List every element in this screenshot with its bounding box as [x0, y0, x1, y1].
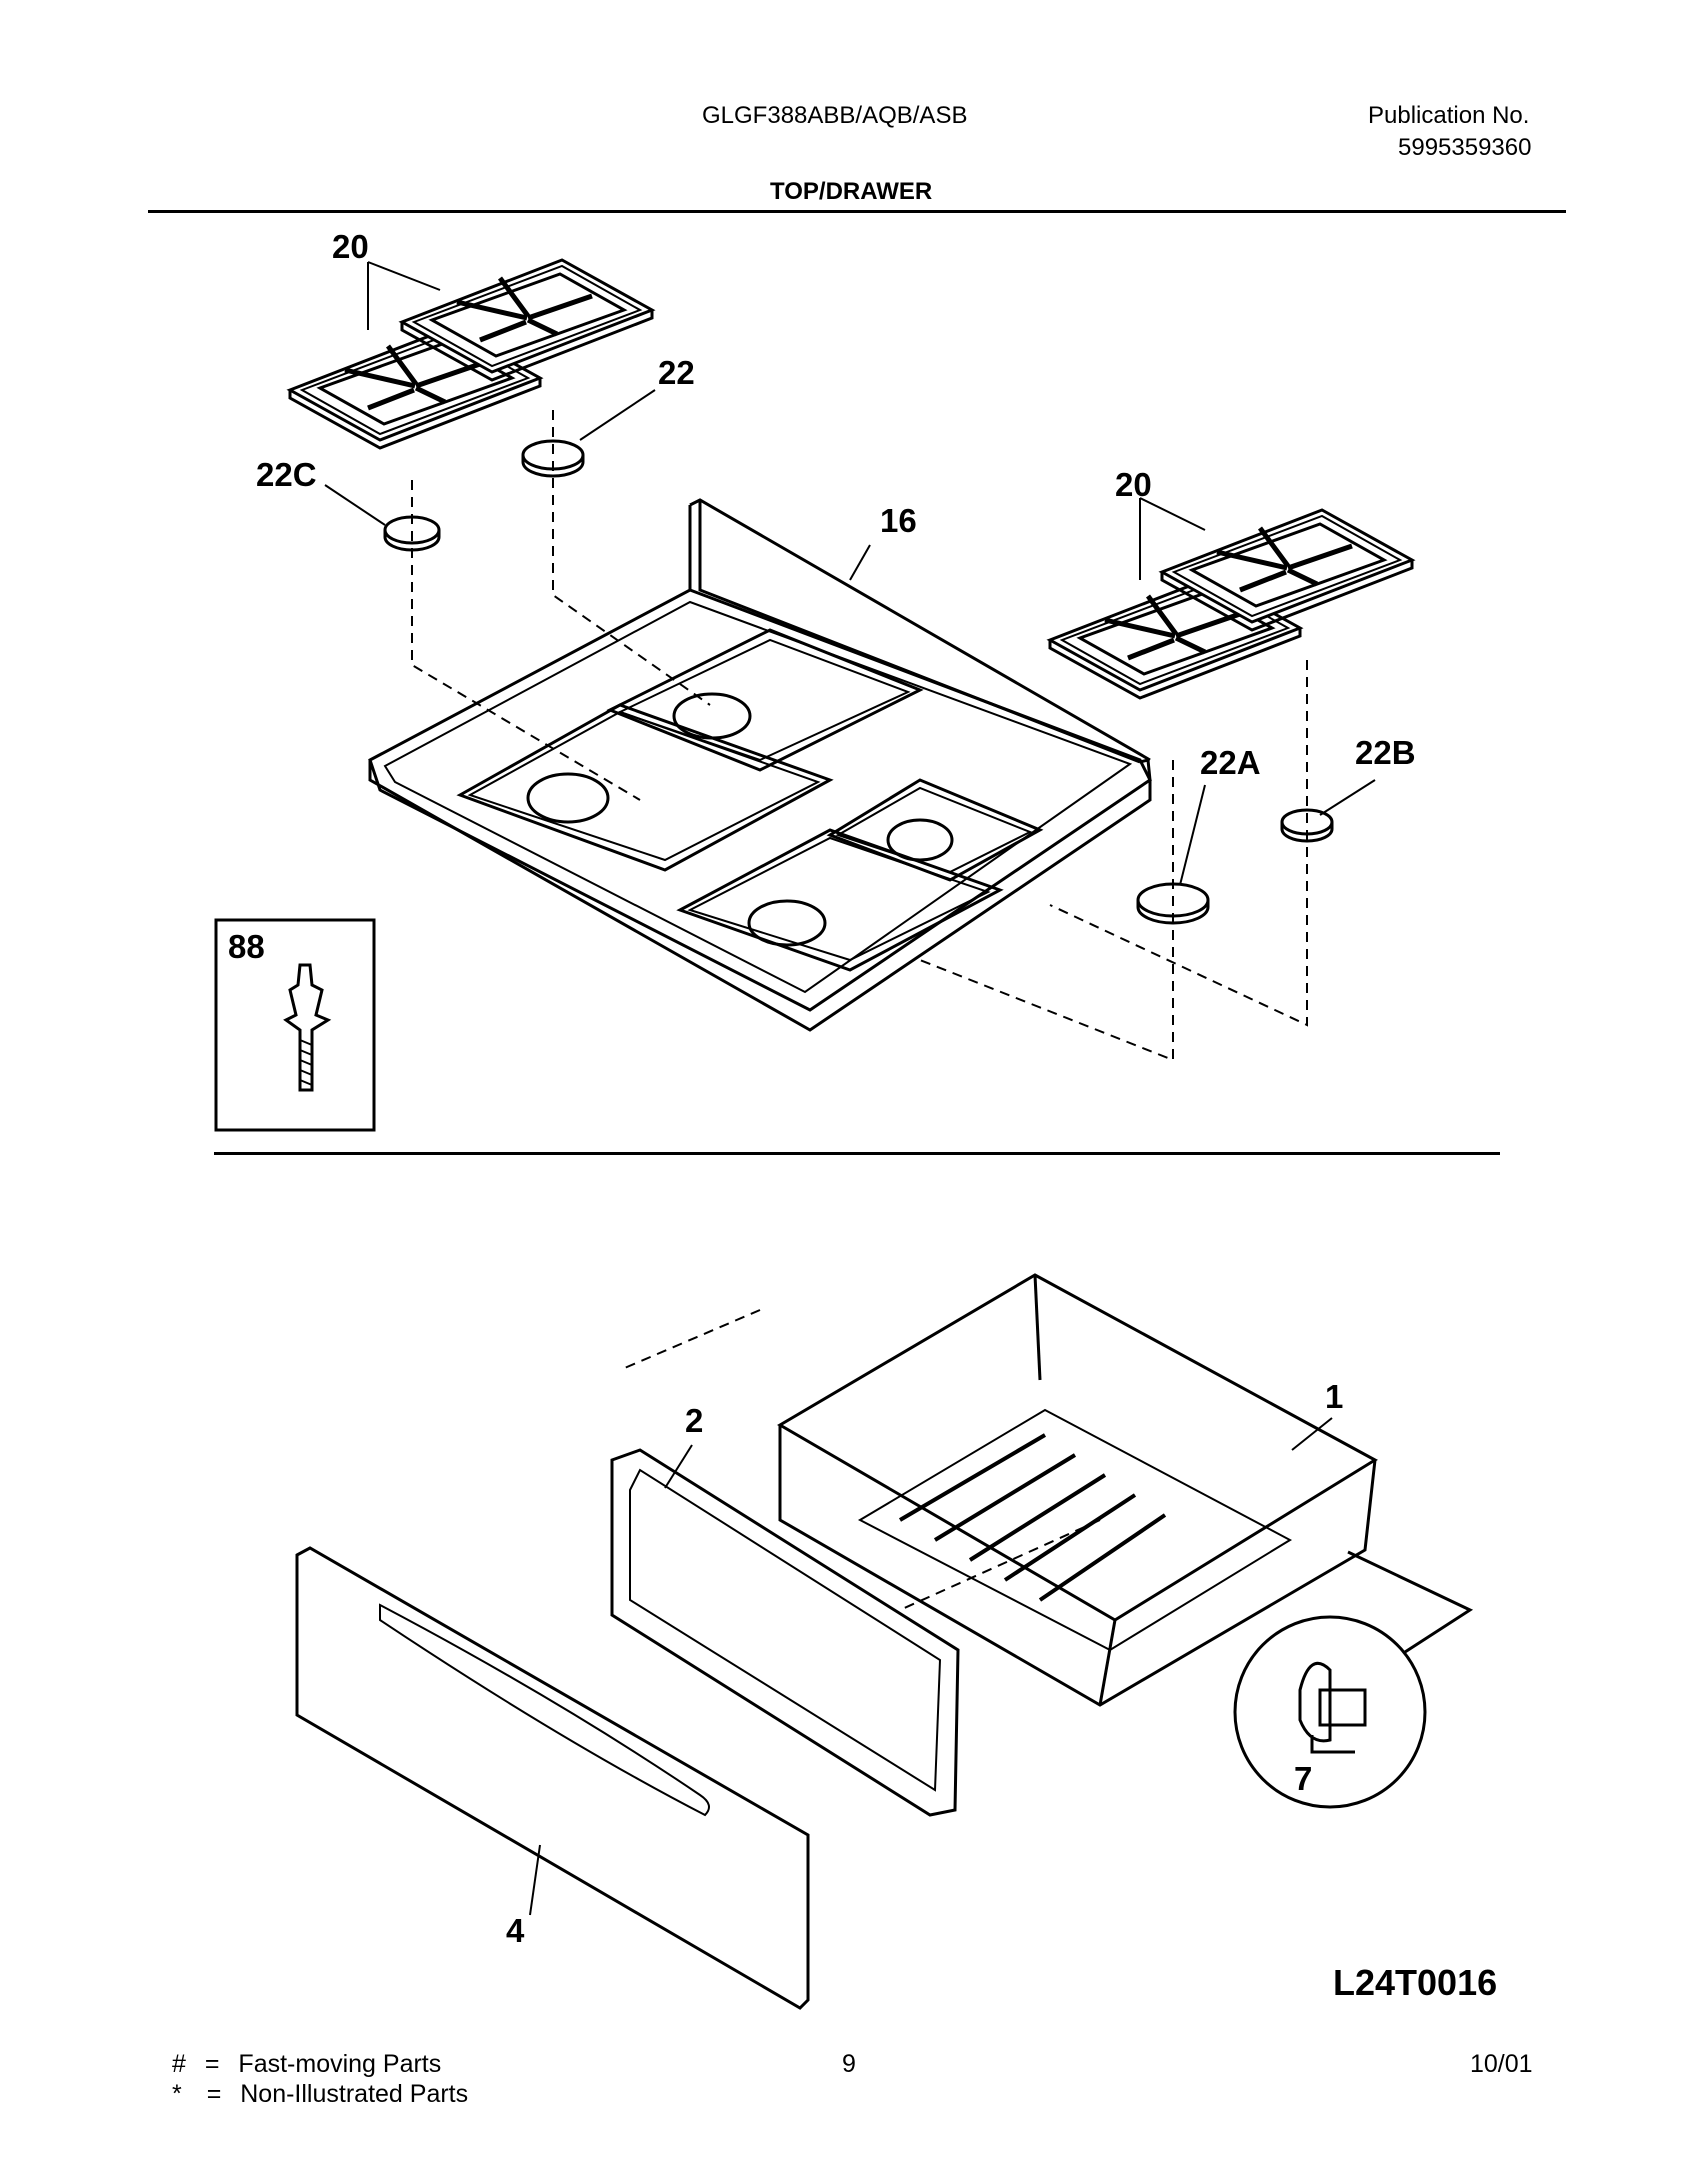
- section-title: TOP/DRAWER: [770, 178, 933, 205]
- callout-22: 22: [658, 354, 695, 391]
- callout-2: 2: [685, 1402, 703, 1439]
- legend-symbol: #: [172, 2050, 186, 2078]
- header-rule: [148, 210, 1566, 213]
- burner-cap-22-drawing: [521, 439, 585, 478]
- legend-row-fast-moving: # = Fast-moving Parts: [172, 2050, 441, 2079]
- legend-equals: =: [204, 2050, 220, 2078]
- callout-4: 4: [506, 1912, 525, 1949]
- callout-leaders: [324, 261, 1376, 886]
- publication-label: Publication No.: [1368, 102, 1530, 129]
- grates-right-drawing: [1050, 510, 1412, 698]
- cooktop-drawing: [368, 498, 1152, 1032]
- publication-number: 5995359360: [1398, 134, 1532, 161]
- legend-symbol: *: [172, 2080, 182, 2108]
- callout-7: 7: [1294, 1760, 1312, 1797]
- legend-row-non-illustrated: * = Non-Illustrated Parts: [172, 2080, 468, 2109]
- page-number: 9: [842, 2050, 856, 2078]
- drawer-front-panel-drawing: [295, 1546, 810, 2010]
- grates-left-drawing: [290, 260, 652, 448]
- callout-20-left: 20: [332, 228, 369, 265]
- legend-text: Fast-moving Parts: [238, 2050, 442, 2078]
- drawer-frame-drawing: [610, 1448, 960, 1817]
- screw-88-inset: [214, 918, 376, 1132]
- drawing-code: L24T0016: [1333, 1962, 1498, 2003]
- callout-22a: 22A: [1200, 744, 1261, 781]
- legend-equals: =: [206, 2080, 222, 2108]
- callout-22b: 22B: [1355, 734, 1416, 771]
- callout-20-right: 20: [1115, 466, 1152, 503]
- callout-16: 16: [880, 502, 917, 539]
- glide-7-inset: [1233, 1550, 1474, 1809]
- alignment-lines: [411, 410, 1308, 1611]
- legend-text: Non-Illustrated Parts: [240, 2080, 469, 2108]
- callout-88: 88: [228, 928, 265, 965]
- callout-leaders-lower: [529, 1417, 1333, 1916]
- model-number: GLGF388ABB/AQB/ASB: [702, 102, 968, 129]
- section-separator: [214, 1152, 1500, 1155]
- callout-22c: 22C: [256, 456, 317, 493]
- callout-1: 1: [1325, 1378, 1343, 1415]
- publication-date: 10/01: [1470, 2050, 1533, 2078]
- drawer-body-drawing: [777, 1273, 1378, 1707]
